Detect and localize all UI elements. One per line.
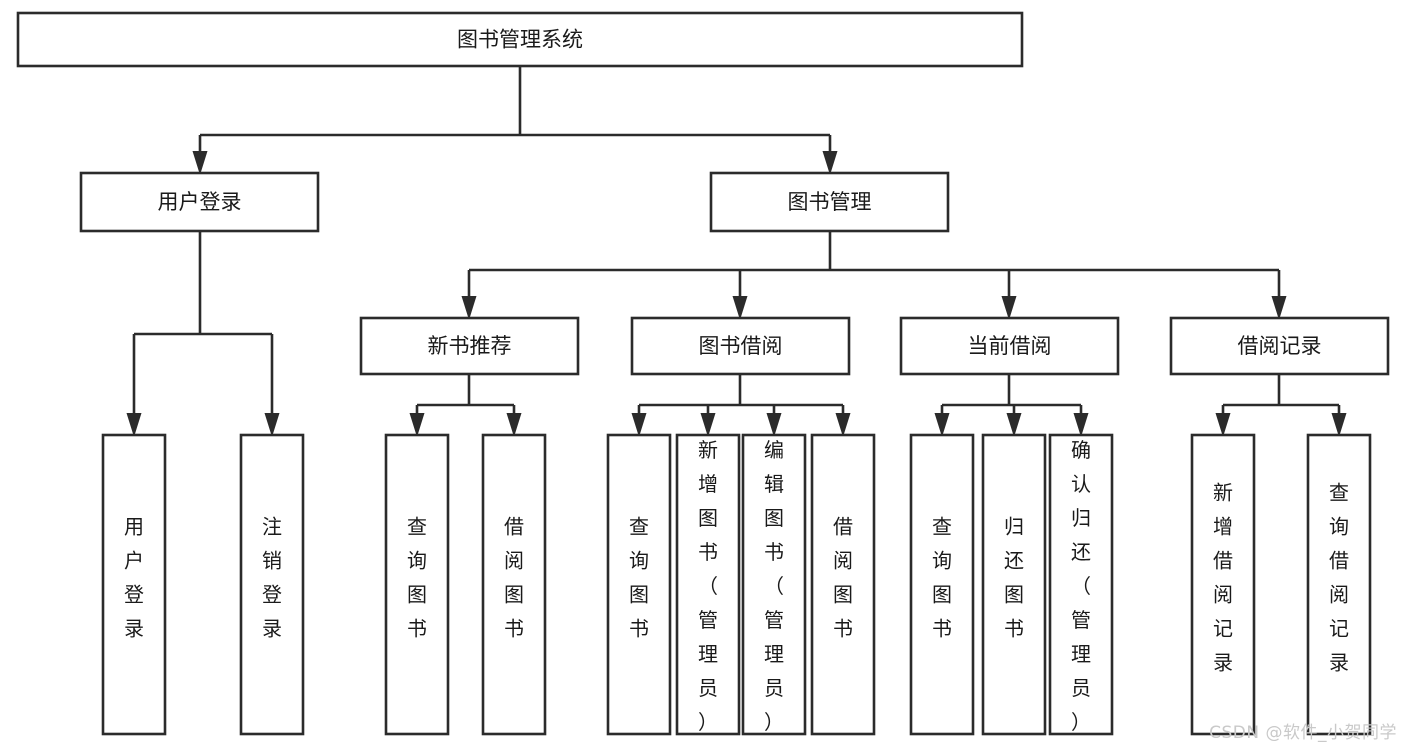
node-box[interactable] [810, 433, 876, 736]
arrowhead-icon [1331, 413, 1347, 437]
node-label: 新增借阅记录 [1213, 481, 1233, 675]
connector-group [631, 374, 851, 437]
connector-group [1215, 374, 1347, 437]
connector-group [126, 231, 280, 437]
arrowhead-icon [835, 413, 851, 437]
connector-layer [126, 66, 1347, 437]
node-box[interactable] [630, 316, 851, 376]
node-label: 用户登录 [124, 515, 144, 641]
node-label: 查询图书 [629, 515, 649, 641]
node-box[interactable] [1306, 433, 1372, 736]
arrowhead-icon [1271, 296, 1287, 320]
arrowhead-icon [1073, 413, 1089, 437]
arrowhead-icon [192, 151, 208, 175]
node-n-current-borrow[interactable]: 当前借阅 [899, 316, 1120, 376]
node-label: 注销登录 [262, 515, 282, 641]
node-box[interactable] [909, 433, 975, 736]
node-label: 当前借阅 [968, 334, 1052, 358]
connector-group [192, 66, 838, 175]
node-box[interactable] [606, 433, 672, 736]
node-label: 图书管理系统 [457, 28, 583, 52]
node-box[interactable] [981, 433, 1047, 736]
node-label: 查询图书 [932, 515, 952, 641]
node-leaf-bb-edit[interactable]: 编辑图书（管理员） [741, 433, 807, 736]
node-label: 图书管理 [788, 190, 872, 214]
connector-group [934, 374, 1089, 437]
node-box[interactable] [741, 433, 807, 736]
node-n-borrow-record[interactable]: 借阅记录 [1169, 316, 1390, 376]
node-box[interactable] [79, 171, 320, 233]
node-leaf-logout[interactable]: 注销登录 [239, 433, 305, 736]
node-root[interactable]: 图书管理系统 [16, 11, 1024, 68]
node-box[interactable] [899, 316, 1120, 376]
node-label: 用户登录 [158, 190, 242, 214]
node-label: 查询图书 [407, 515, 427, 641]
node-box[interactable] [675, 433, 741, 736]
arrowhead-icon [264, 413, 280, 437]
node-label: 新增图书（管理员） [698, 438, 718, 734]
node-n-new-book-rec[interactable]: 新书推荐 [359, 316, 580, 376]
node-n-book-borrow[interactable]: 图书借阅 [630, 316, 851, 376]
node-box[interactable] [239, 433, 305, 736]
node-layer: 图书管理系统用户登录图书管理新书推荐图书借阅当前借阅借阅记录用户登录注销登录查询… [16, 11, 1390, 736]
arrowhead-icon [700, 413, 716, 437]
node-label: 归还图书 [1004, 515, 1024, 641]
node-label: 新书推荐 [428, 334, 512, 358]
arrowhead-icon [409, 413, 425, 437]
node-label: 编辑图书（管理员） [764, 438, 784, 734]
arrowhead-icon [934, 413, 950, 437]
node-label: 图书借阅 [699, 334, 783, 358]
node-box[interactable] [101, 433, 167, 736]
arrowhead-icon [822, 151, 838, 175]
node-label: 借阅图书 [833, 515, 853, 641]
node-label: 确认归还（管理员） [1071, 438, 1091, 734]
node-label: 借阅图书 [504, 515, 524, 641]
connector-group [409, 374, 522, 437]
node-box[interactable] [1190, 433, 1256, 736]
node-n-user-login[interactable]: 用户登录 [79, 171, 320, 233]
node-leaf-br-query[interactable]: 查询借阅记录 [1306, 433, 1372, 736]
node-leaf-cb-confirm[interactable]: 确认归还（管理员） [1048, 433, 1114, 736]
node-leaf-rec-query[interactable]: 查询图书 [384, 433, 450, 736]
node-n-book-mgmt[interactable]: 图书管理 [709, 171, 950, 233]
node-box[interactable] [359, 316, 580, 376]
node-leaf-rec-borrow[interactable]: 借阅图书 [481, 433, 547, 736]
node-leaf-bb-borrow[interactable]: 借阅图书 [810, 433, 876, 736]
arrowhead-icon [766, 413, 782, 437]
node-label: 查询借阅记录 [1329, 481, 1349, 675]
arrowhead-icon [1215, 413, 1231, 437]
arrowhead-icon [732, 296, 748, 320]
node-box[interactable] [1048, 433, 1114, 736]
node-leaf-bb-add[interactable]: 新增图书（管理员） [675, 433, 741, 736]
node-leaf-br-add[interactable]: 新增借阅记录 [1190, 433, 1256, 736]
arrowhead-icon [1001, 296, 1017, 320]
node-box[interactable] [16, 11, 1024, 68]
arrowhead-icon [126, 413, 142, 437]
node-box[interactable] [1169, 316, 1390, 376]
node-box[interactable] [709, 171, 950, 233]
node-label: 借阅记录 [1238, 334, 1322, 358]
node-leaf-cb-return[interactable]: 归还图书 [981, 433, 1047, 736]
node-leaf-bb-query[interactable]: 查询图书 [606, 433, 672, 736]
arrowhead-icon [631, 413, 647, 437]
arrowhead-icon [1006, 413, 1022, 437]
node-leaf-cb-query[interactable]: 查询图书 [909, 433, 975, 736]
arrowhead-icon [506, 413, 522, 437]
node-box[interactable] [384, 433, 450, 736]
arrowhead-icon [461, 296, 477, 320]
connector-group [461, 231, 1287, 320]
node-leaf-user-login[interactable]: 用户登录 [101, 433, 167, 736]
node-box[interactable] [481, 433, 547, 736]
